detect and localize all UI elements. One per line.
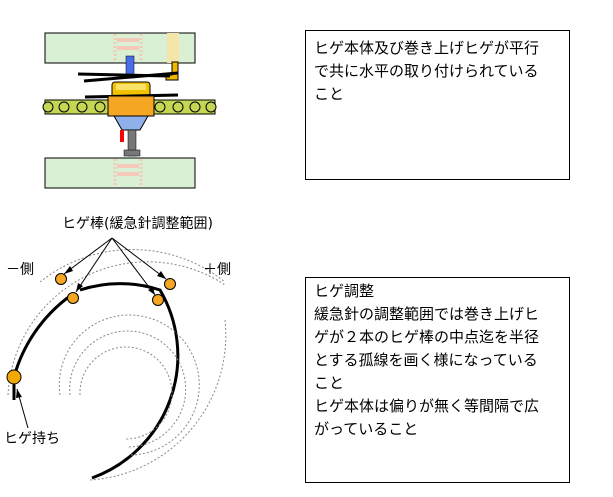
hairspring-stud-label: ヒゲ持ち	[4, 431, 60, 447]
main-plate	[44, 157, 196, 189]
hairspring-stud	[6, 369, 22, 385]
hairspring-adjustment-note: ヒゲ調整 緩急針の調整範囲では巻き上げヒ ゲが２本のヒゲ棒の中点迄を半径 とする…	[305, 277, 570, 483]
hairspring-top-view	[6, 237, 227, 481]
regulator-pin-minus-inner	[67, 292, 79, 304]
regulator-pin-plus-inner	[152, 294, 164, 306]
minus-side-label: －側	[6, 262, 34, 278]
hairspring-side	[77, 71, 179, 83]
regulator-pin-minus-outer	[55, 273, 67, 285]
balance-wheel	[42, 93, 217, 115]
hairspring-outer-coil	[12, 294, 71, 378]
regulator-pins-label: ヒゲ棒(緩急針調整範囲)	[62, 216, 213, 232]
top-bridge-plate	[44, 32, 196, 64]
parallel-mounting-note: ヒゲ本体及び巻き上げヒゲが平行 で共に水平の取り付けられている こと	[305, 30, 570, 180]
red-impulse-pin	[120, 130, 124, 142]
roller-table	[113, 115, 149, 131]
balance-hub	[107, 95, 155, 117]
plus-side-label: ＋側	[203, 262, 231, 278]
regulator-pin-plus-outer	[164, 278, 176, 290]
